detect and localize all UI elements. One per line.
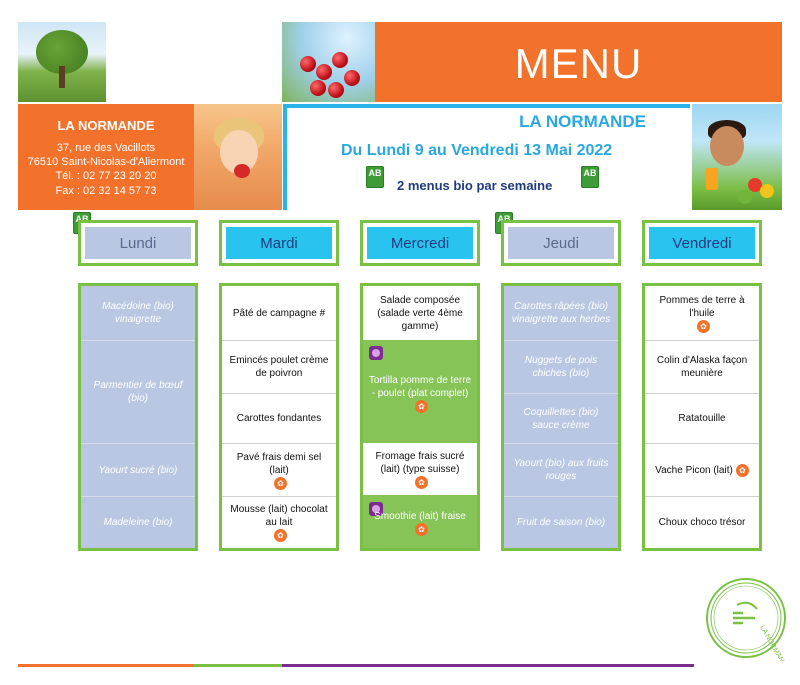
france-origin-icon: ✿ xyxy=(735,463,749,477)
logo-text: LA NORMANDE xyxy=(758,625,789,662)
menu-banner: MENU xyxy=(375,22,782,102)
france-origin-icon: ✿ xyxy=(697,319,710,333)
menu-item: Colin d'Alaska façon meunière xyxy=(656,355,748,379)
column-jeudi: Carottes râpées (bio) vinaigrette aux he… xyxy=(501,283,621,551)
menu-item: Salade composée (salade verte 4ème gamme… xyxy=(363,286,477,340)
france-origin-icon: ✿ xyxy=(415,523,428,536)
menu-item: Carottes râpées (bio) vinaigrette aux he… xyxy=(511,301,611,325)
menu-item: Mousse (lait) chocolat au lait✿ xyxy=(230,504,328,542)
menu-item: Parmentier de bœuf (bio) xyxy=(93,380,183,404)
cherries-photo xyxy=(282,22,375,102)
footer-line-purple xyxy=(282,664,694,667)
footer-line-orange xyxy=(18,664,194,667)
menu-item: Madeleine (bio) xyxy=(103,517,173,528)
menu-item: Carottes fondantes xyxy=(236,413,322,424)
contact-name: LA NORMANDE xyxy=(57,118,155,133)
tree-photo xyxy=(18,22,106,102)
menu-item: Fromage frais sucré (lait) (type suisse)… xyxy=(363,443,477,495)
column-vendredi: Pommes de terre à l'huile✿ Colin d'Alask… xyxy=(642,283,762,551)
day-header-jeudi: Jeudi xyxy=(501,220,621,266)
title-frame: LA NORMANDE Du Lundi 9 au Vendredi 13 Ma… xyxy=(283,104,690,210)
menu-item: Nuggets de pois chiches (bio) xyxy=(524,355,598,379)
menu-item: Ratatouille xyxy=(678,413,726,424)
date-range: Du Lundi 9 au Vendredi 13 Mai 2022 xyxy=(341,142,613,159)
menu-title: MENU xyxy=(514,40,643,87)
column-mardi: Pâté de campagne # Emincés poulet crème … xyxy=(219,283,339,551)
veggie-icon xyxy=(369,346,383,360)
boy-photo xyxy=(692,104,782,210)
footer-line-green xyxy=(194,664,282,667)
menu-item: Coquillettes (bio) sauce crème xyxy=(523,406,599,431)
ab-logo-icon: AB xyxy=(366,166,384,188)
menu-item: Tortilla pomme de terre - poulet (plat c… xyxy=(368,374,472,413)
day-header-vendredi: Vendredi xyxy=(642,220,762,266)
column-lundi: Macédoine (bio) vinaigrette Parmentier d… xyxy=(78,283,198,551)
menu-item: Smoothie (lait) fraise✿ xyxy=(374,511,466,536)
menu-item: Fruit de saison (bio) xyxy=(516,517,606,528)
contact-tel: Tél. : 02 77 23 20 20 xyxy=(55,170,157,182)
menu-item: Vache Picon (lait)✿ xyxy=(645,444,759,496)
france-origin-icon: ✿ xyxy=(274,476,287,490)
veggie-icon xyxy=(369,502,383,516)
menu-item: Yaourt sucré (bio) xyxy=(98,464,178,476)
menu-item: Pommes de terre à l'huile✿ xyxy=(659,294,745,333)
menu-item: Pâté de campagne # xyxy=(232,307,326,319)
contact-address1: 37, rue des Vacillots xyxy=(56,142,156,154)
day-header-mardi: Mardi xyxy=(219,220,339,266)
column-mercredi: Salade composée (salade verte 4ème gamme… xyxy=(360,283,480,551)
france-origin-icon: ✿ xyxy=(274,529,287,542)
menu-item: Emincés poulet crème de poivron xyxy=(229,355,329,379)
contact-address2: 76510 Saint-Nicolas-d'Aliermont xyxy=(27,156,185,168)
menu-item: Choux choco trésor xyxy=(658,517,746,528)
france-origin-icon: ✿ xyxy=(415,399,428,413)
menu-item: Pavé frais demi sel (lait)✿ xyxy=(236,451,322,490)
restaurant-title: LA NORMANDE xyxy=(519,112,646,131)
day-header-lundi: Lundi xyxy=(78,220,198,266)
day-header-mercredi: Mercredi xyxy=(360,220,480,266)
menu-item: Yaourt (bio) aux fruits rouges xyxy=(513,458,609,482)
contact-fax: Fax : 02 32 14 57 73 xyxy=(55,185,157,197)
france-origin-icon: ✿ xyxy=(415,475,428,489)
ab-logo-icon: AB xyxy=(581,166,599,188)
contact-box: LA NORMANDE 37, rue des Vacillots 76510 … xyxy=(18,104,194,210)
la-normande-logo: LA NORMANDE xyxy=(706,578,789,662)
girl-photo xyxy=(194,104,282,210)
menu-item: Macédoine (bio) vinaigrette xyxy=(102,301,174,325)
bio-note: 2 menus bio par semaine xyxy=(397,178,553,193)
